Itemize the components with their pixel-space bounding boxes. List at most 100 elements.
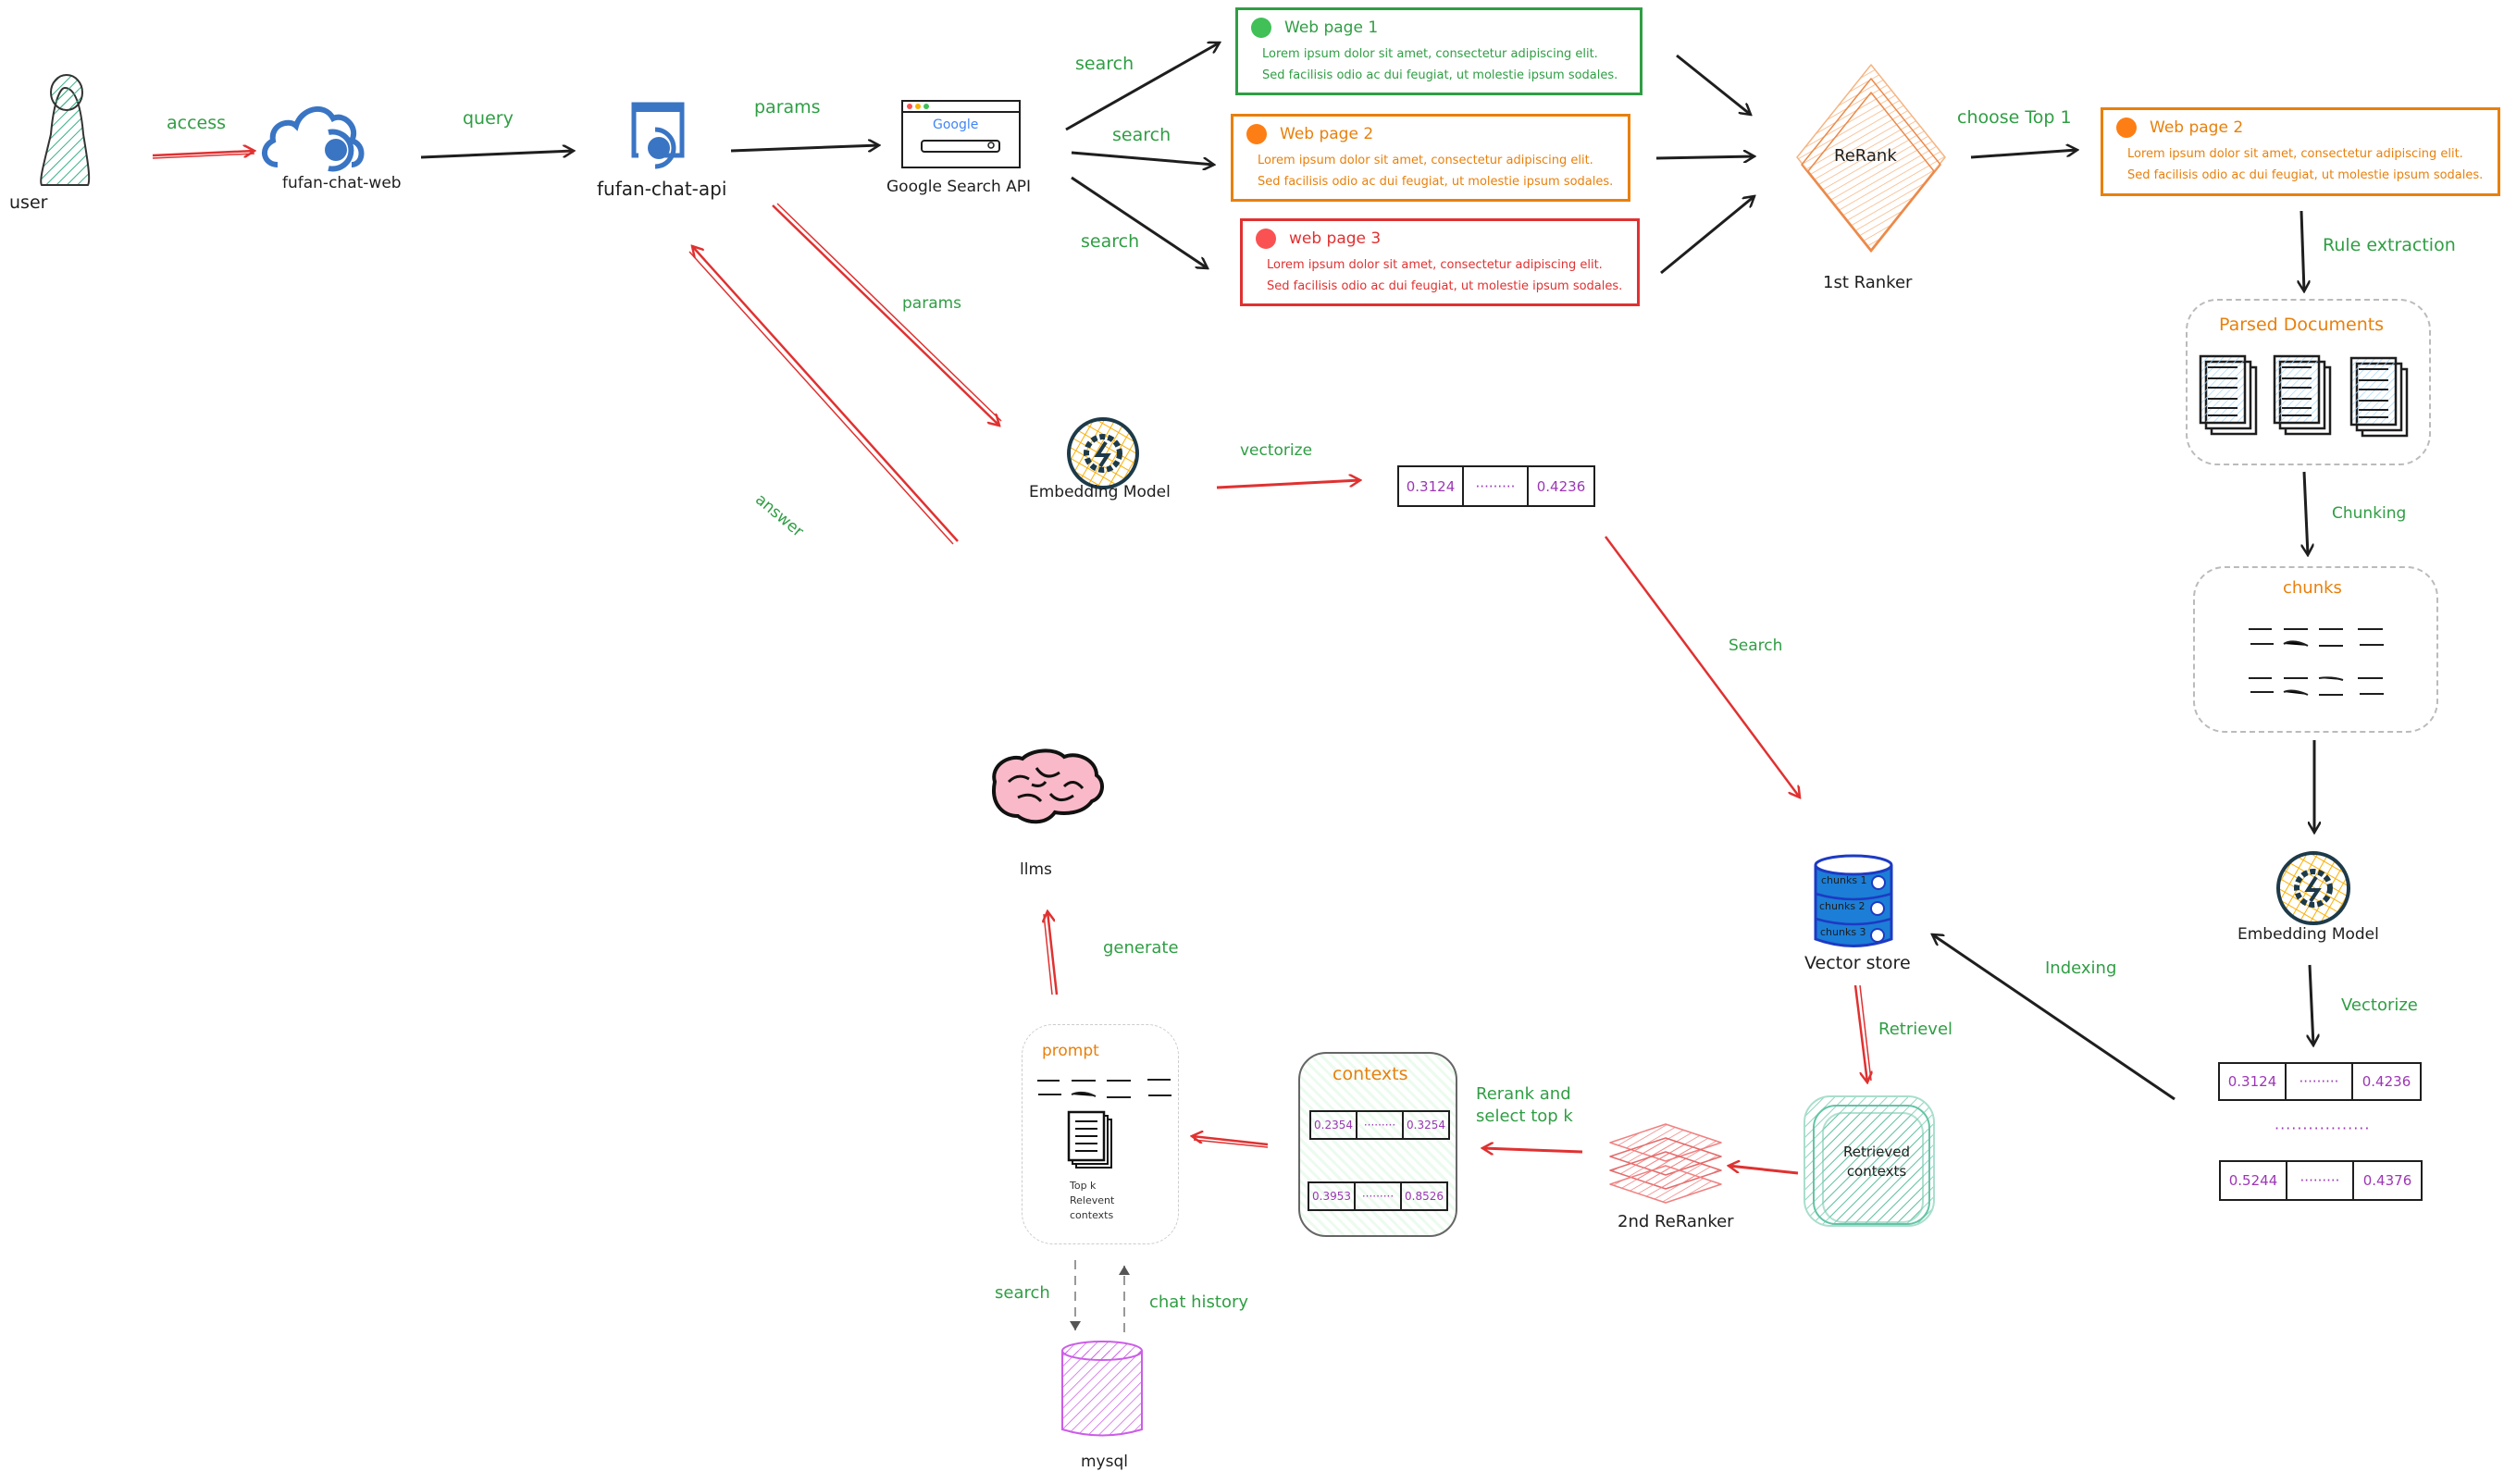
- vector-store-row: chunks 1: [1821, 874, 1867, 886]
- index-vector-ellipsis: ·················: [2275, 1119, 2371, 1137]
- embedding-model-label-mid[interactable]: Embedding Model: [1029, 483, 1171, 501]
- web-page-text: Lorem ipsum dolor sit amet, consectetur …: [1267, 258, 1603, 272]
- arrow-page2-rerank: [1655, 156, 1754, 158]
- mysql-label[interactable]: mysql: [1081, 1453, 1128, 1471]
- rerank-label[interactable]: ReRank: [1834, 146, 1897, 166]
- arrow-retrieved-to-reranker: [1729, 1166, 1799, 1175]
- chunk-lines-icon: [2249, 628, 2384, 696]
- second-reranker-icon: [1609, 1123, 1722, 1204]
- edge-label-access: access: [167, 113, 227, 133]
- edge-label-search-1: search: [1075, 54, 1134, 74]
- edge-label-vectorize-right: Vectorize: [2341, 996, 2418, 1015]
- edge-label-params-embed: params: [902, 294, 962, 313]
- arrow-search-vector: [1604, 536, 1800, 798]
- parsed-documents-title: Parsed Documents: [2219, 315, 2385, 335]
- embedding-model-icon-mid: [1067, 417, 1139, 489]
- vector-cell: ·········: [1462, 465, 1529, 507]
- prompt-lines-icon: [1037, 1079, 1171, 1098]
- parsed-documents-group: [2186, 299, 2431, 465]
- retrieved-contexts-icon: [1804, 1095, 1935, 1227]
- status-dot-icon: [1256, 229, 1276, 249]
- prompt-title: prompt: [1042, 1042, 1099, 1060]
- vector-cell: ·········: [2286, 1160, 2354, 1201]
- web-page-text: Sed facilisis odio ac dui feugiat, ut mo…: [1258, 175, 1614, 189]
- web-page-card[interactable]: Web page 1 Lorem ipsum dolor sit amet, c…: [1235, 7, 1642, 95]
- vector-cell: 0.4376: [2352, 1160, 2423, 1201]
- edge-label-search-3: search: [1081, 231, 1140, 252]
- arrow-params-google: [730, 145, 879, 153]
- arrow-page3-rerank: [1660, 196, 1754, 275]
- prompt-caption-line: contexts: [1070, 1209, 1114, 1221]
- vector-store-row: chunks 2: [1819, 900, 1866, 912]
- arrow-rule-extraction: [2301, 210, 2304, 291]
- selected-web-page-card[interactable]: Web page 2 Lorem ipsum dolor sit amet, c…: [2101, 107, 2500, 196]
- user-icon: [40, 74, 91, 186]
- prompt-caption-line: Top k: [1070, 1180, 1097, 1192]
- edge-label-retrievel: Retrievel: [1878, 1020, 1953, 1039]
- llm-brain-icon: [992, 748, 1104, 824]
- edge-label-search-vector: Search: [1729, 637, 1783, 655]
- arrow-choose-top: [1970, 150, 2077, 159]
- web-page-title: Web page 1: [1284, 19, 1379, 37]
- retrieved-contexts-label[interactable]: Retrieved contexts: [1842, 1144, 1911, 1180]
- prompt-group[interactable]: [1022, 1024, 1179, 1244]
- fufan-chat-web-label[interactable]: fufan-chat-web: [282, 174, 402, 192]
- edge-label-mysql-search: search: [995, 1283, 1050, 1303]
- google-logo-text: Google: [933, 117, 979, 132]
- status-dot-icon: [1251, 18, 1271, 38]
- google-browser-icon: [901, 100, 1021, 168]
- prompt-caption: Top k Relevent contexts: [1070, 1179, 1114, 1223]
- arrow-vectorize-right: [2310, 964, 2313, 1045]
- edge-label-rerank-select-2: select top k: [1476, 1107, 1573, 1126]
- web-page-card[interactable]: web page 3 Lorem ipsum dolor sit amet, c…: [1240, 218, 1640, 306]
- vector-cell: ·········: [1354, 1181, 1402, 1211]
- vector-cell: 0.4236: [2351, 1062, 2422, 1101]
- embedding-model-icon-right: [2276, 851, 2350, 925]
- vector-cell: 0.2354: [1309, 1110, 1357, 1140]
- web-page-card[interactable]: Web page 2 Lorem ipsum dolor sit amet, c…: [1231, 114, 1630, 202]
- context-vector-2: 0.3953 ········· 0.8526: [1308, 1181, 1448, 1211]
- vector-cell: 0.3953: [1308, 1181, 1356, 1211]
- vector-cell: 0.4236: [1527, 465, 1595, 507]
- arrow-retrievel: [1853, 984, 1867, 1082]
- index-vector-2: 0.5244 ········· 0.4376: [2219, 1160, 2423, 1201]
- arrow-chunking: [2304, 471, 2308, 555]
- prompt-document-icon: [1067, 1110, 1112, 1169]
- web-page-title: Web page 2: [1280, 125, 1374, 143]
- web-page-text: Sed facilisis odio ac dui feugiat, ut mo…: [1267, 279, 1623, 293]
- vector-store-icon: [1814, 854, 1893, 947]
- fufan-chat-api-label[interactable]: fufan-chat-api: [597, 178, 727, 200]
- edge-label-params-google: params: [754, 97, 821, 117]
- context-vector-1: 0.2354 ········· 0.3254: [1309, 1110, 1450, 1140]
- web-page-text: Sed facilisis odio ac dui feugiat, ut mo…: [2127, 168, 2484, 182]
- arrow-rerank-select: [1482, 1148, 1583, 1152]
- google-search-api-label[interactable]: Google Search API: [886, 178, 1032, 196]
- arrow-vectorize-mid: [1216, 480, 1360, 489]
- edge-label-indexing: Indexing: [2045, 958, 2117, 978]
- second-reranker-label[interactable]: 2nd ReRanker: [1618, 1212, 1734, 1231]
- index-vector-1: 0.3124 ········· 0.4236: [2218, 1062, 2422, 1101]
- vector-store-label[interactable]: Vector store: [1804, 953, 1911, 973]
- arrow-search-3: [1071, 176, 1208, 268]
- user-label: user: [9, 192, 48, 213]
- vector-cell: 0.3124: [1397, 465, 1464, 507]
- web-page-text: Lorem ipsum dolor sit amet, consectetur …: [1258, 154, 1593, 167]
- contexts-group[interactable]: [1298, 1052, 1457, 1237]
- arrow-generate: [1047, 911, 1059, 996]
- query-vector: 0.3124 ········· 0.4236: [1397, 465, 1595, 507]
- arrow-access: [152, 151, 254, 155]
- prompt-caption-line: Relevent: [1070, 1194, 1115, 1206]
- arrow-params-embed: [772, 204, 999, 426]
- web-page-text: Lorem ipsum dolor sit amet, consectetur …: [2127, 147, 2463, 161]
- llms-label[interactable]: llms: [1020, 860, 1052, 879]
- arrow-contexts-to-prompt: [1192, 1136, 1269, 1146]
- arrow-page1-rerank: [1676, 54, 1751, 115]
- edge-label-generate: generate: [1103, 938, 1179, 958]
- embedding-model-label-right[interactable]: Embedding Model: [2237, 925, 2379, 944]
- edge-label-rerank-select-1: Rerank and: [1476, 1084, 1571, 1104]
- edge-label-choose-top: choose Top 1: [1957, 107, 2072, 128]
- edge-label-query: query: [463, 108, 514, 129]
- arrow-indexing: [1932, 934, 2176, 1101]
- vector-cell: 0.3124: [2218, 1062, 2287, 1101]
- web-page-text: Sed facilisis odio ac dui feugiat, ut mo…: [1262, 68, 1618, 82]
